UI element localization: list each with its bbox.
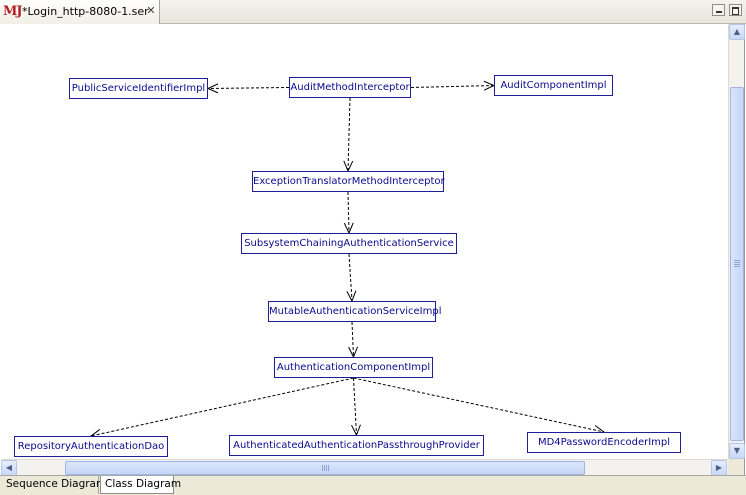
vertical-scrollbar[interactable]: ▲ ▼ — [728, 24, 745, 459]
tab-class-diagram[interactable]: Class Diagram — [100, 476, 181, 494]
mj-file-icon: MJ — [3, 4, 23, 19]
class-node-authenticated-authentication-passthrough-provider[interactable]: AuthenticatedAuthenticationPassthroughPr… — [229, 435, 484, 456]
tab-sequence-diagram[interactable]: Sequence Diagram — [2, 476, 106, 494]
class-node-repository-authentication-dao[interactable]: RepositoryAuthenticationDao — [14, 436, 168, 457]
dependency-edge-ami-psi — [207, 87, 290, 89]
class-node-mutable-authentication-service-impl[interactable]: MutableAuthenticationServiceImpl — [268, 301, 441, 322]
vertical-scroll-thumb[interactable] — [730, 87, 744, 441]
horizontal-scrollbar[interactable]: ◀ ▶ — [1, 459, 728, 476]
dependency-edge-acomp-md4 — [353, 377, 605, 433]
editor-tab-strip: MJ *Login_http-8080-1.ser ✕ — [0, 0, 746, 24]
diagram-tab-bar: Sequence Diagram Class Diagram — [0, 475, 746, 495]
minimize-icon[interactable] — [712, 4, 725, 16]
class-node-authentication-component-impl[interactable]: AuthenticationComponentImpl — [274, 357, 433, 378]
dependency-edge-acomp-aapp — [353, 377, 357, 436]
class-diagram-canvas[interactable]: PublicServiceIdentifierImpl AuditMethodI… — [1, 24, 727, 459]
scroll-right-icon[interactable]: ▶ — [711, 460, 727, 476]
editor-tab-title: *Login_http-8080-1.ser — [22, 5, 149, 18]
class-node-md4-password-encoder-impl[interactable]: MD4PasswordEncoderImpl — [527, 432, 681, 453]
dependency-edge-ami-aci — [410, 85, 495, 88]
scroll-up-icon[interactable]: ▲ — [729, 24, 745, 40]
class-node-subsystem-chaining-authentication-service[interactable]: SubsystemChainingAuthenticationService — [241, 233, 457, 254]
close-icon[interactable]: ✕ — [146, 4, 156, 17]
editor-tab[interactable]: MJ *Login_http-8080-1.ser ✕ — [0, 0, 160, 24]
class-node-public-service-identifier-impl[interactable]: PublicServiceIdentifierImpl — [69, 78, 208, 99]
class-node-exception-translator-method-interceptor[interactable]: ExceptionTranslatorMethodInterceptor — [252, 171, 445, 192]
dependency-edge-masi-acomp — [351, 321, 354, 358]
scroll-down-icon[interactable]: ▼ — [729, 443, 745, 459]
class-node-audit-method-interceptor[interactable]: AuditMethodInterceptor — [289, 77, 411, 98]
scrollbar-corner — [728, 459, 744, 475]
dependency-edge-ami-etm — [347, 97, 351, 172]
scroll-left-icon[interactable]: ◀ — [1, 460, 17, 476]
horizontal-scroll-thumb[interactable] — [65, 461, 585, 475]
dependency-edge-acomp-rad — [90, 377, 354, 437]
dependency-edge-etm-scas — [347, 191, 350, 234]
arrowhead-ami-psi — [206, 83, 219, 94]
class-node-audit-component-impl[interactable]: AuditComponentImpl — [494, 75, 613, 96]
dependency-edge-scas-masi — [348, 253, 353, 302]
maximize-icon[interactable] — [729, 4, 742, 16]
